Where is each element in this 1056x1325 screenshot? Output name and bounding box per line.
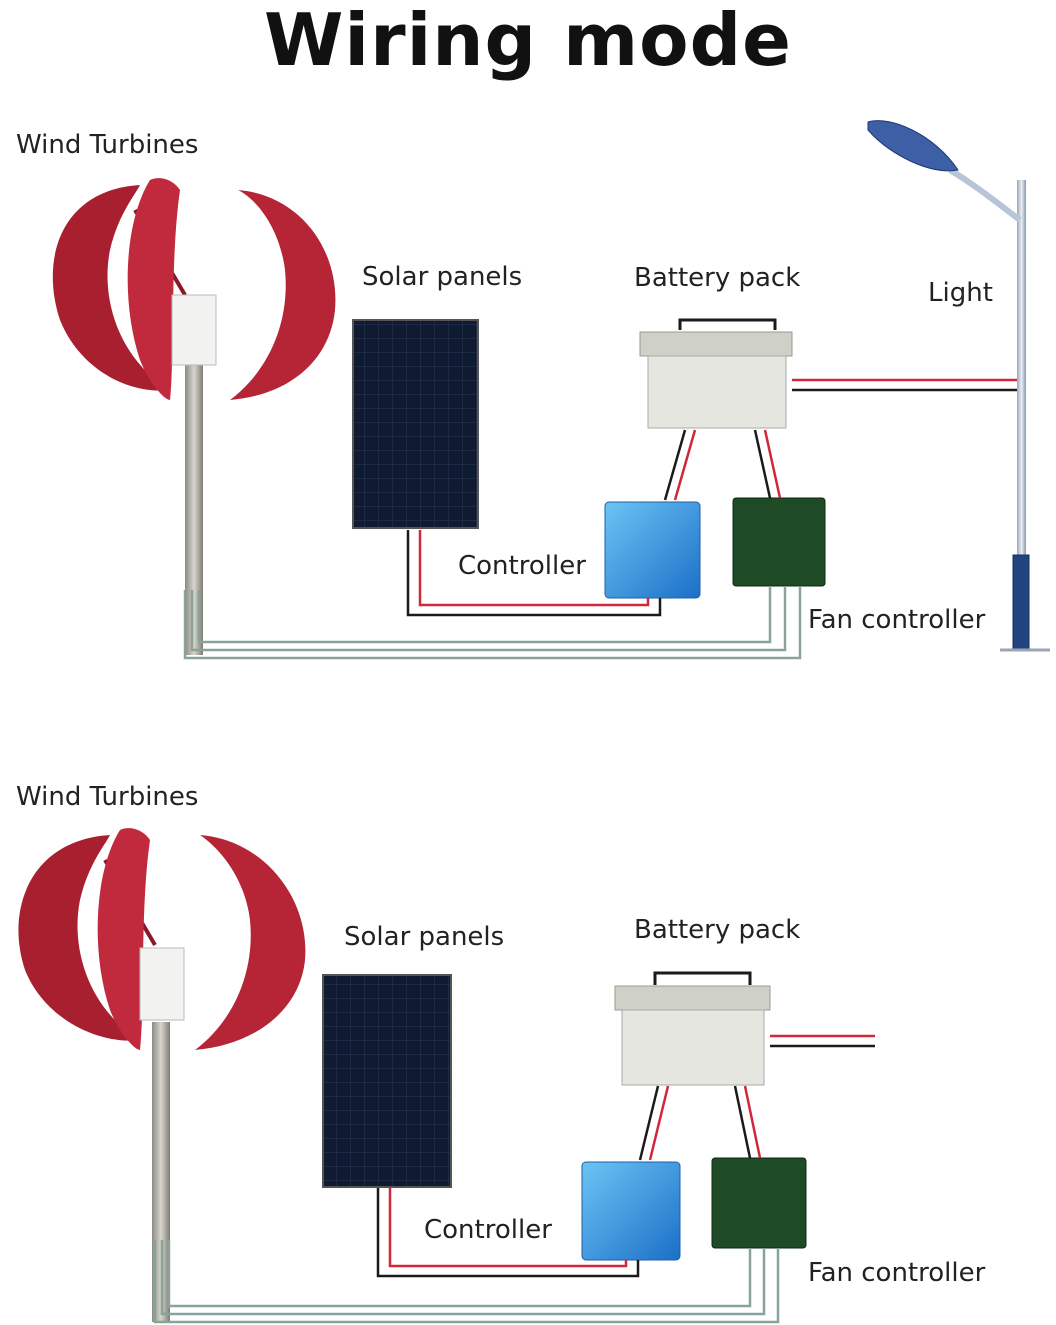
wires bbox=[183, 378, 1020, 660]
wiring-diagram-battery: Wind Turbines Solar panels Battery pack … bbox=[0, 760, 1056, 1325]
turbine-blade-left bbox=[52, 185, 170, 391]
wires bbox=[153, 1034, 875, 1324]
wind-turbine bbox=[52, 178, 336, 655]
label-wind-turbines: Wind Turbines bbox=[16, 130, 199, 160]
label-wind-turbines: Wind Turbines bbox=[16, 782, 199, 812]
label-controller: Controller bbox=[424, 1215, 552, 1245]
solar-controller bbox=[581, 1161, 681, 1261]
wind-turbine bbox=[18, 828, 306, 1322]
turbine-mast bbox=[185, 365, 203, 655]
label-fan-controller: Fan controller bbox=[808, 1258, 986, 1288]
label-light: Light bbox=[928, 278, 993, 308]
turbine-blade-center bbox=[127, 178, 180, 400]
turbine-generator bbox=[139, 947, 185, 1021]
turbine-blade-right bbox=[230, 190, 336, 400]
turbine-generator bbox=[171, 294, 217, 366]
fan-controller bbox=[711, 1157, 807, 1249]
label-fan-controller: Fan controller bbox=[808, 605, 986, 635]
turbine-mast bbox=[152, 1022, 170, 1322]
diagram-graphics bbox=[52, 120, 1050, 660]
battery-pack bbox=[639, 318, 793, 429]
label-battery-pack: Battery pack bbox=[634, 915, 801, 945]
fan-controller bbox=[732, 497, 826, 587]
turbine-blade-left bbox=[18, 835, 140, 1041]
turbine-blade-right bbox=[195, 835, 306, 1050]
wiring-diagram-with-light: Wind Turbines Solar panels Battery pack … bbox=[0, 100, 1056, 680]
battery-pack bbox=[614, 971, 771, 1086]
solar-panel bbox=[322, 974, 452, 1188]
street-light bbox=[867, 120, 1050, 652]
diagram-graphics bbox=[18, 828, 875, 1324]
solar-controller bbox=[604, 501, 701, 599]
solar-panel bbox=[352, 319, 479, 529]
label-controller: Controller bbox=[458, 551, 586, 581]
turbine-blade-center bbox=[97, 828, 150, 1050]
label-solar-panels: Solar panels bbox=[362, 262, 523, 292]
page-title: Wiring mode bbox=[263, 0, 792, 82]
lamp-head bbox=[867, 120, 959, 172]
label-battery-pack: Battery pack bbox=[634, 263, 801, 293]
label-solar-panels: Solar panels bbox=[344, 922, 505, 952]
